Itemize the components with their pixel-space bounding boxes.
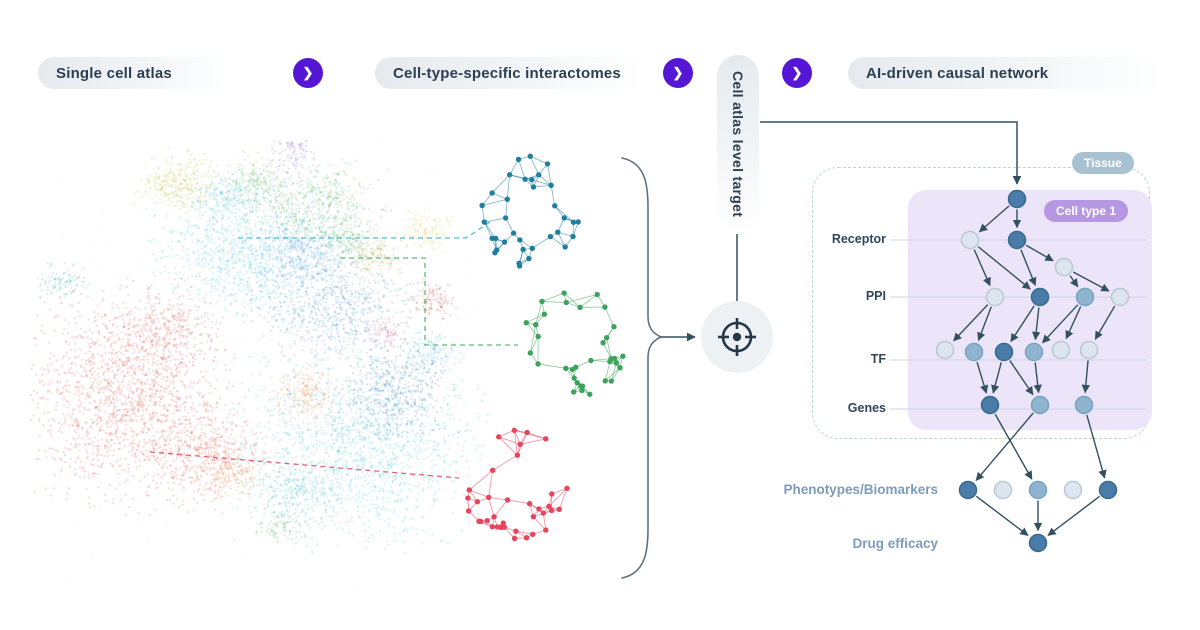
chevron-arrow-icon: ❯ — [782, 58, 812, 88]
chevron-arrow-icon: ❯ — [293, 58, 323, 88]
umap-scatter-plot — [30, 140, 500, 600]
green-network — [523, 290, 626, 397]
phenotypes-biomarkers-label: Phenotypes/Biomarkers — [783, 482, 938, 497]
vertical-pill-cell-atlas-level-target: Cell atlas level target — [717, 55, 759, 233]
drug-efficacy-label: Drug efficacy — [852, 536, 938, 551]
grouping-brace — [621, 157, 663, 579]
cell-type-panel — [908, 190, 1152, 430]
row-label-receptor: Receptor — [831, 232, 886, 246]
causal-node-ph5 — [1098, 480, 1118, 500]
causal-node-ph2 — [993, 480, 1013, 500]
target-crosshair-icon — [701, 301, 773, 373]
causal-node-ph1 — [958, 480, 978, 500]
causal-node-ph4 — [1063, 480, 1083, 500]
causal-node-ph3 — [1028, 480, 1048, 500]
causal-node-d1 — [1028, 533, 1048, 553]
row-label-tf: TF — [870, 352, 886, 366]
tissue-badge: Tissue — [1072, 152, 1134, 174]
step-label: Cell-type-specific interactomes — [393, 64, 621, 82]
cell-type-badge: Cell type 1 — [1044, 200, 1129, 222]
step-pill-single-cell-atlas: Single cell atlas — [38, 57, 228, 89]
row-label-ppi: PPI — [865, 289, 886, 303]
chevron-arrow-icon: ❯ — [663, 58, 693, 88]
step-label: AI-driven causal network — [866, 64, 1049, 82]
step-pill-causal-network: AI-driven causal network — [848, 57, 1162, 89]
vertical-pill-label: Cell atlas level target — [730, 70, 746, 218]
step-label: Single cell atlas — [56, 64, 172, 82]
step-pill-interactomes: Cell-type-specific interactomes — [375, 57, 643, 89]
row-label-genes: Genes — [847, 401, 886, 415]
